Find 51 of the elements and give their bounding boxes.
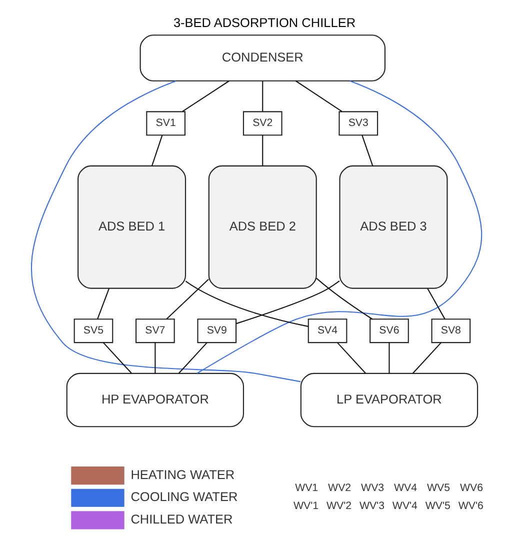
legend-label: COOLING WATER [130,489,238,504]
node-box: SV5 [74,318,114,344]
node-box: ADS BED 1 [78,165,186,289]
label: WV6 [460,482,484,494]
connector [196,80,482,374]
connector [178,342,208,374]
label: WV1 [295,482,318,494]
legend-label: CHILLED WATER [130,512,233,527]
label: WV3 [361,482,384,494]
label: WV'1 [293,500,319,512]
connector [182,80,230,112]
connector [262,81,264,112]
node-box: ADS BED 2 [208,165,317,289]
node-box: LP EVAPORATOR [300,372,478,428]
label: WV'6 [458,500,484,512]
node-box: CONDENSER [140,34,386,82]
node-box: HP EVAPORATOR [66,372,244,428]
connector [166,278,209,320]
connector [154,342,156,374]
label: WV4 [394,482,418,494]
connector [152,135,163,166]
node-box: SV8 [431,318,471,344]
node-box: ADS BED 3 [339,165,448,289]
node-box: SV9 [197,318,237,344]
connector [31,80,301,382]
label: WV2 [328,482,352,494]
label: WV5 [427,482,450,494]
connector [97,288,110,320]
label: WV'4 [392,500,418,512]
node-box: SV2 [242,111,282,136]
legend-label: HEATING WATER [130,466,235,482]
connector [316,278,373,320]
node-box: SV7 [136,318,175,344]
connector [262,135,264,166]
connector [103,342,132,374]
node-box: SV4 [308,318,348,344]
label: WV'5 [425,500,450,512]
label: WV'3 [359,500,385,512]
connector [412,342,442,374]
node-box: SV1 [146,111,186,136]
connector [388,342,390,374]
node-box: SV3 [338,111,378,136]
connector [296,80,342,112]
node-box: SV6 [370,318,409,344]
connector [337,342,366,374]
connector [362,135,374,166]
connector [236,280,340,324]
label: WV'2 [326,500,352,512]
connector [427,288,446,320]
diagram-title: 3-BED ADSORPTION CHILLER [173,15,356,30]
connector [185,280,308,327]
